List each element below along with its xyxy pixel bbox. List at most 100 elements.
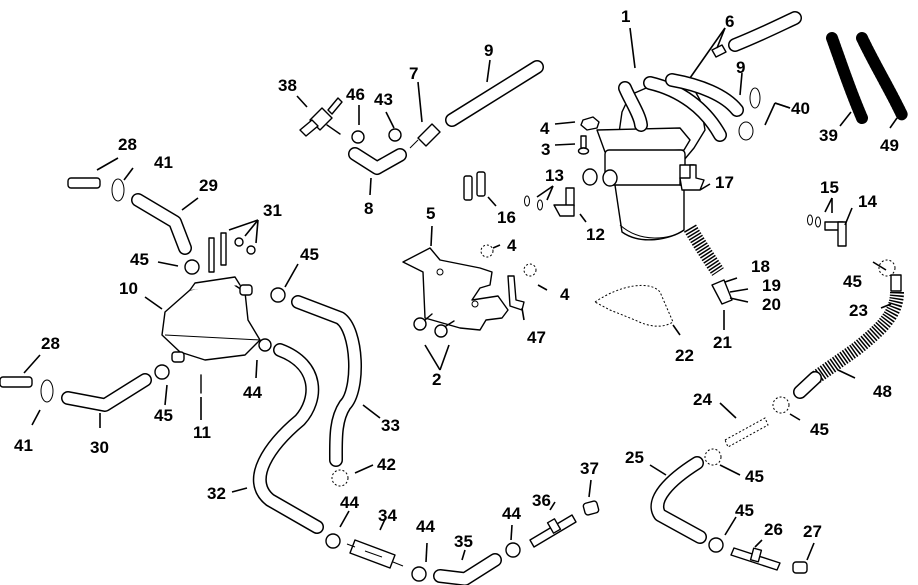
part-fuel-pump-10: [161, 276, 261, 363]
part-bolts-2: [413, 313, 455, 338]
callout-19: 19: [762, 276, 781, 295]
callout-10: 10: [119, 279, 138, 298]
callout-45d: 45: [843, 272, 862, 291]
part-fittings-6: [711, 11, 802, 58]
part-fitting-28b: [0, 376, 33, 388]
callout-41a: 41: [154, 153, 173, 172]
part-clamp-45b: [270, 287, 286, 303]
part-clamp-45a: [184, 259, 200, 275]
callout-12: 12: [586, 225, 605, 244]
callout-22: 22: [675, 346, 694, 365]
callout-16: 16: [497, 208, 516, 227]
callout-47: 47: [527, 328, 546, 347]
part-clamp-44b: [325, 533, 341, 549]
part-clip-47: [507, 275, 525, 311]
part-check-valve-7: [409, 123, 441, 149]
part-elbow-fitting-12: [553, 187, 575, 217]
part-hose-9: [445, 60, 544, 127]
part-hose-25: [650, 456, 707, 544]
callout-9b: 9: [736, 58, 745, 77]
callout-6: 6: [725, 12, 734, 31]
part-fuel-filter-assembly: [582, 73, 744, 241]
callout-34: 34: [378, 506, 397, 525]
callout-30: 30: [90, 438, 109, 457]
part-clips-16: [463, 171, 486, 201]
callout-45b: 45: [300, 245, 319, 264]
callout-39: 39: [819, 126, 838, 145]
callout-40: 40: [791, 99, 810, 118]
callout-labels: 1 2 3 4 4 4 5 6 7 8 9 9 10 11 12 13 14 1…: [14, 7, 899, 551]
part-clamp-41a: [111, 178, 125, 202]
part-braided-hose-49: [856, 32, 908, 121]
leader-lines: [23, 27, 898, 563]
part-nut-4b: [480, 244, 494, 258]
part-bolts-31: [208, 232, 256, 273]
callout-45g: 45: [735, 501, 754, 520]
part-inline-filter-34: [346, 539, 404, 569]
part-clamp-46: [351, 130, 365, 144]
callout-42: 42: [377, 455, 396, 474]
callout-41b: 41: [14, 436, 33, 455]
part-gasket-22: [594, 284, 674, 327]
callout-5: 5: [426, 204, 435, 223]
callout-28b: 28: [41, 334, 60, 353]
callout-4a: 4: [540, 119, 550, 138]
part-hose-48-end: [793, 371, 822, 399]
part-nut-4c: [523, 263, 537, 277]
part-clamp-45e: [772, 396, 790, 414]
callout-49: 49: [880, 136, 899, 155]
part-cap-37: [582, 500, 600, 516]
part-corrugated-hose-18: [683, 224, 724, 276]
part-hose-35: [433, 553, 502, 585]
callout-48: 48: [873, 382, 892, 401]
part-clamp-42: [331, 469, 349, 487]
callout-4b: 4: [507, 236, 517, 255]
callout-26: 26: [764, 520, 783, 539]
callout-46: 46: [346, 85, 365, 104]
callout-44a: 44: [243, 383, 262, 402]
part-hose-32: [252, 343, 324, 534]
part-braided-hose-39: [826, 32, 868, 124]
callout-33: 33: [381, 416, 400, 435]
callout-18: 18: [751, 257, 770, 276]
part-screw-3: [577, 135, 590, 155]
callout-44c: 44: [416, 517, 435, 536]
part-clamp-45f: [704, 448, 722, 466]
callout-7: 7: [409, 64, 418, 83]
part-clamp-45d: [878, 259, 896, 277]
callout-1: 1: [621, 7, 630, 26]
part-hose-30: [61, 373, 152, 412]
callout-13: 13: [545, 166, 564, 185]
callout-14: 14: [858, 192, 877, 211]
part-cap-27: [792, 561, 808, 574]
part-connector-24: [724, 417, 769, 448]
callout-4c: 4: [560, 285, 570, 304]
part-clamp-43: [388, 128, 402, 142]
part-clamp-45c: [154, 364, 170, 380]
part-hose-29: [131, 193, 192, 255]
callout-44d: 44: [502, 504, 521, 523]
callout-9a: 9: [484, 41, 493, 60]
part-clamp-41b: [40, 379, 54, 403]
part-hose-33: [291, 295, 363, 467]
callout-45f: 45: [745, 467, 764, 486]
callout-25: 25: [625, 448, 644, 467]
part-clamp-44c: [411, 566, 427, 582]
part-clamp-44a: [258, 338, 272, 352]
callout-21: 21: [713, 333, 732, 352]
part-corrugated-hose-48: [810, 291, 904, 384]
callout-2: 2: [432, 370, 441, 389]
callout-43: 43: [374, 90, 393, 109]
callout-45c: 45: [154, 406, 173, 425]
part-fitting-28a: [67, 177, 101, 189]
callout-27: 27: [803, 522, 822, 541]
callout-44b: 44: [340, 493, 359, 512]
part-nut-4: [580, 116, 600, 131]
callout-20: 20: [762, 295, 781, 314]
part-tee-fitting-38: [299, 97, 343, 137]
part-strainer-20: [711, 279, 733, 305]
part-fitting-23: [890, 274, 902, 292]
part-orings-13: [524, 195, 543, 211]
callout-31: 31: [263, 201, 282, 220]
